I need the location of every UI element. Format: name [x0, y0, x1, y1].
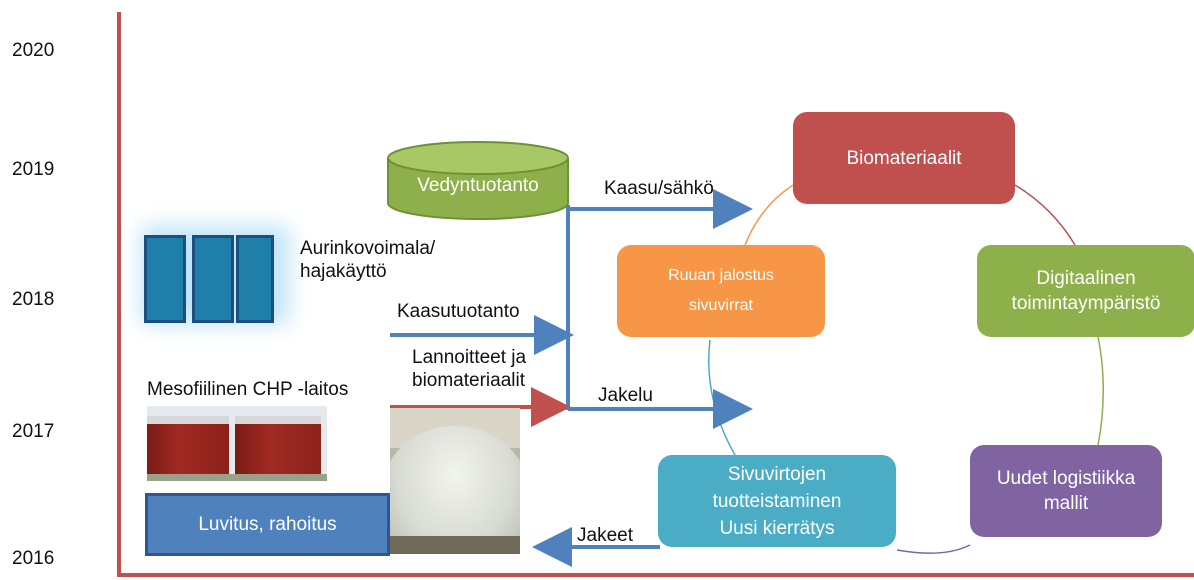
food-processing-line2: sivuvirrat — [688, 297, 753, 314]
biomaterials-box: Biomateriaalit — [793, 112, 1015, 204]
year-label-2016: 2016 — [12, 548, 55, 569]
side-stream-line1: Sivuvirtojen — [727, 463, 827, 485]
cylinder-shape — [387, 141, 569, 220]
digital-environment-box: Digitaalinen toimintaympäristö — [977, 245, 1194, 337]
food-processing-line1: Ruuan jalostus — [668, 267, 774, 284]
chp-plant-label: Mesofiilinen CHP -laitos — [147, 379, 349, 400]
year-label-2017: 2017 — [12, 421, 55, 442]
gas-electricity-label: Kaasu/sähkö — [604, 178, 714, 199]
year-label-2019: 2019 — [12, 159, 55, 180]
gas-production-label: Kaasutuotanto — [397, 301, 520, 322]
cycle-connector — [1014, 184, 1076, 246]
solar-panels-icon — [130, 225, 300, 335]
hydrogen-production-label: Vedyntuotanto — [417, 175, 539, 196]
food-processing-box: Ruuan jalostus sivuvirrat — [617, 245, 825, 337]
cycle-connector — [744, 184, 794, 246]
permits-financing-box: Luvitus, rahoitus — [145, 493, 390, 556]
distribution-label: Jakelu — [598, 385, 653, 406]
fertilizers-label: Lannoitteet ja biomateriaalit — [412, 347, 527, 391]
cycle-connector — [1097, 336, 1104, 446]
year-label-2020: 2020 — [12, 40, 55, 61]
solar-label: Aurinkovoimala/ hajakäyttö — [300, 238, 436, 282]
side-stream-line3: Uusi kierrätys — [719, 517, 835, 539]
logistics-models-box: Uudet logistiikka mallit — [970, 445, 1162, 537]
fractions-label: Jakeet — [577, 525, 633, 546]
biogas-dome-image — [390, 408, 520, 554]
year-label-2018: 2018 — [12, 289, 55, 310]
chp-plant-image — [147, 406, 327, 481]
side-stream-box: Sivuvirtojen tuotteistaminen Uusi kierrä… — [658, 455, 896, 547]
cycle-connector — [707, 339, 736, 456]
cycle-connector — [896, 544, 971, 555]
side-stream-line2: tuotteistaminen — [712, 490, 842, 512]
